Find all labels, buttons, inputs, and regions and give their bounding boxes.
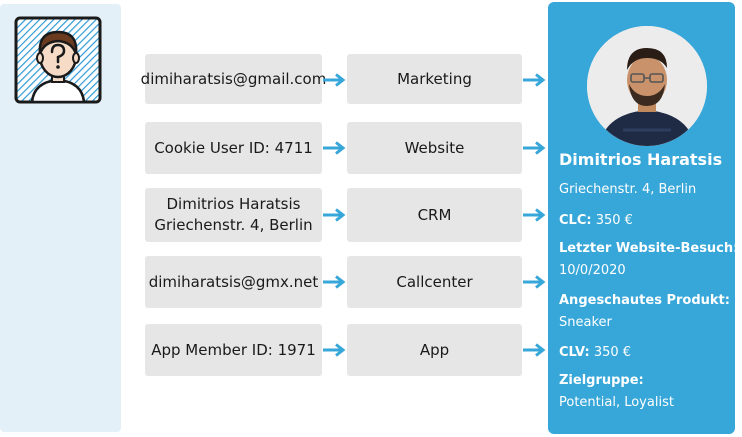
profile-attr-last-visit-label: Letzter Website-Besuch: bbox=[559, 238, 738, 260]
channel-box-crm: CRM bbox=[347, 188, 522, 242]
channel-label: CRM bbox=[417, 205, 452, 224]
attr-value: 10/0/2020 bbox=[559, 263, 626, 278]
arrow-right-icon bbox=[523, 73, 546, 87]
channel-label: Callcenter bbox=[396, 272, 473, 291]
channel-box-website: Website bbox=[347, 122, 522, 174]
channel-box-marketing: Marketing bbox=[347, 54, 522, 104]
source-label: dimiharatsis@gmail.com bbox=[140, 69, 327, 88]
source-box-email-gmx: dimiharatsis@gmx.net bbox=[145, 256, 322, 308]
source-label: dimiharatsis@gmx.net bbox=[148, 272, 319, 291]
arrow-right-icon bbox=[323, 208, 346, 222]
channel-label: Website bbox=[404, 138, 465, 157]
profile-name: Dimitrios Haratsis bbox=[559, 150, 723, 169]
source-box-cookie-id: Cookie User ID: 4711 bbox=[145, 122, 322, 174]
source-box-email-gmail: dimiharatsis@gmail.com bbox=[141, 54, 326, 104]
profile-attr-clc: CLC: 350 € bbox=[559, 210, 633, 232]
profile-attr-segment-value: Potential, Loyalist bbox=[559, 392, 674, 414]
source-box-name-address: Dimitrios Haratsis Griechenstr. 4, Berli… bbox=[145, 188, 322, 242]
arrow-right-icon bbox=[523, 208, 546, 222]
source-label: Cookie User ID: 4711 bbox=[154, 138, 313, 157]
profile-attr-last-visit-value: 10/0/2020 bbox=[559, 260, 626, 282]
attr-label: Zielgruppe: bbox=[559, 373, 644, 388]
attr-value: 350 € bbox=[595, 213, 633, 228]
customer-profile-panel: Dimitrios Haratsis Griechenstr. 4, Berli… bbox=[548, 2, 738, 434]
arrow-right-icon bbox=[323, 343, 346, 357]
channel-box-app: App bbox=[347, 324, 522, 376]
profile-attr-clv: CLV: 350 € bbox=[559, 342, 631, 364]
profile-attr-product-label: Angeschautes Produkt: bbox=[559, 290, 730, 312]
unknown-person-question-icon bbox=[14, 16, 102, 104]
source-label-line: Griechenstr. 4, Berlin bbox=[154, 216, 313, 234]
profile-address: Griechenstr. 4, Berlin bbox=[559, 182, 697, 197]
profile-photo bbox=[587, 26, 707, 146]
attr-value: 350 € bbox=[593, 345, 632, 360]
arrow-right-icon bbox=[523, 141, 546, 155]
source-box-app-member-id: App Member ID: 1971 bbox=[145, 324, 322, 376]
attr-label: Letzter Website-Besuch: bbox=[559, 241, 739, 256]
source-label: App Member ID: 1971 bbox=[151, 340, 316, 359]
arrow-right-icon bbox=[323, 73, 346, 87]
profile-attr-segment-label: Zielgruppe: bbox=[559, 370, 644, 392]
channel-label: App bbox=[419, 340, 450, 359]
attr-label: Angeschautes Produkt: bbox=[559, 293, 730, 308]
arrow-right-icon bbox=[323, 141, 346, 155]
profile-attr-product-value: Sneaker bbox=[559, 312, 612, 334]
source-label-line: Dimitrios Haratsis bbox=[166, 195, 301, 213]
attr-label: CLV: bbox=[559, 345, 590, 360]
arrow-right-icon bbox=[323, 275, 346, 289]
arrow-right-icon bbox=[523, 275, 546, 289]
attr-label: CLC: bbox=[559, 213, 592, 228]
attr-value: Potential, Loyalist bbox=[559, 395, 674, 410]
channel-label: Marketing bbox=[397, 69, 472, 88]
arrow-right-icon bbox=[523, 343, 546, 357]
attr-value: Sneaker bbox=[559, 315, 612, 330]
channel-box-callcenter: Callcenter bbox=[347, 256, 522, 308]
